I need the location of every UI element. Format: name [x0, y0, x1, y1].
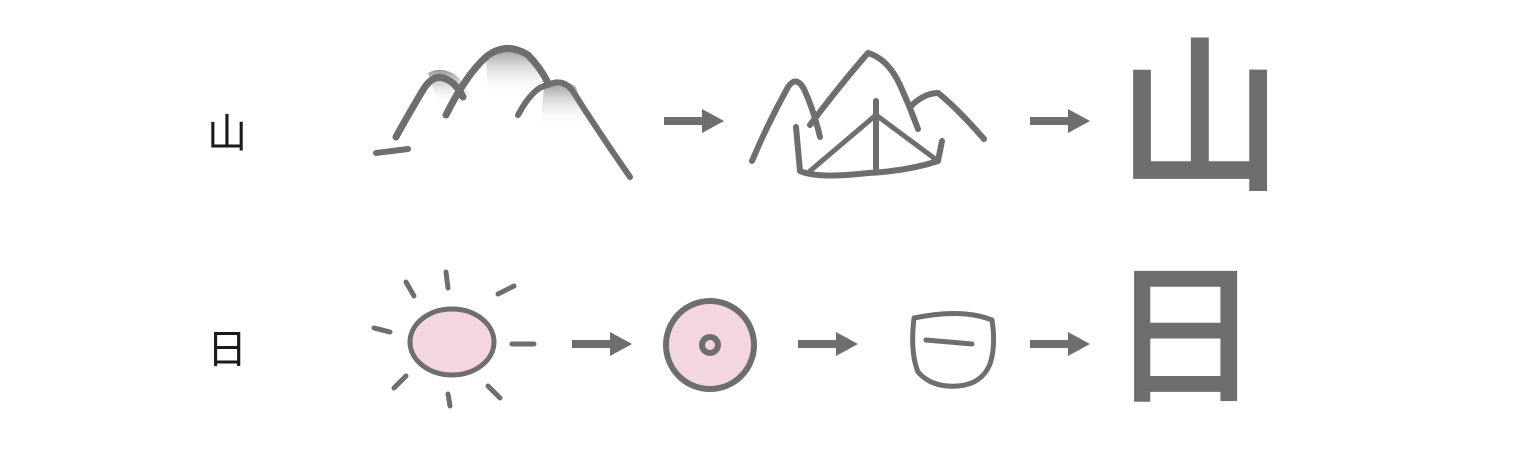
sun-character: 日: [1110, 256, 1261, 422]
arrow-right-icon: [1030, 332, 1090, 356]
mountain-character: 山: [1118, 31, 1283, 212]
arrow-right-icon: [798, 332, 858, 356]
arrow-right-icon: [572, 332, 632, 356]
mountain-pictograph-icon: [749, 50, 987, 179]
mountain-label: 山: [207, 111, 247, 157]
arrow-right-icon: [664, 109, 724, 133]
sun-drawing-icon: [371, 269, 537, 409]
mountain-drawing-icon: [373, 45, 633, 180]
mountain-row: 山: [0, 30, 1536, 204]
arrow-right-icon: [1030, 109, 1090, 133]
sun-early-glyph-icon: [910, 310, 997, 389]
sun-pictograph-icon: [663, 298, 757, 392]
sun-label: 日: [207, 327, 247, 373]
sun-row: 日: [0, 260, 1536, 414]
